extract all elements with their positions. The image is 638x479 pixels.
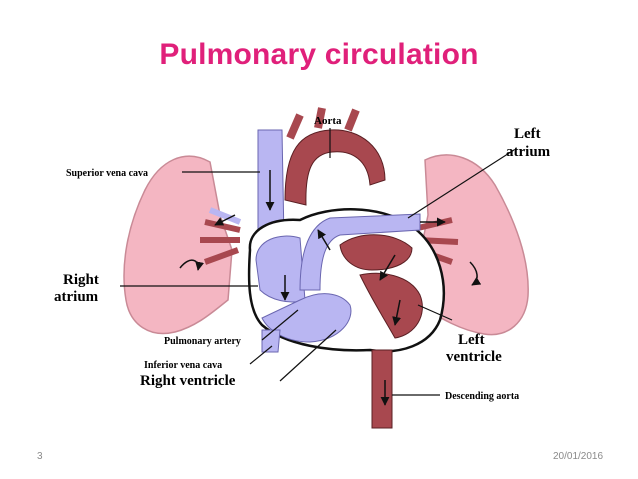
left-atrium-chamber [339, 234, 413, 271]
slide-title: Pulmonary circulation [159, 38, 479, 71]
label-right-atrium-1: Right [63, 272, 99, 288]
label-left-atrium-2: atrium [506, 144, 551, 160]
label-pulmonary-artery: Pulmonary artery [164, 336, 241, 347]
left-ventricle-chamber [359, 272, 423, 339]
label-aorta: Aorta [314, 115, 342, 127]
right-atrium-chamber [255, 235, 306, 303]
label-left-atrium-1: Left [514, 126, 541, 142]
label-descending-aorta: Descending aorta [445, 391, 519, 402]
aorta-arch [284, 129, 386, 206]
label-superior-vena-cava: Superior vena cava [66, 168, 148, 179]
page-number: 3 [37, 451, 43, 462]
descending-aorta [371, 349, 393, 429]
label-left-ventricle-2: ventricle [446, 349, 502, 365]
label-left-ventricle-1: Left [458, 332, 485, 348]
right-lung [123, 155, 233, 335]
label-inferior-vena-cava: Inferior vena cava [144, 360, 222, 371]
left-lung [419, 154, 529, 336]
label-right-atrium-2: atrium [54, 289, 99, 305]
label-right-ventricle: Right ventricle [140, 373, 236, 389]
slide-date: 20/01/2016 [553, 451, 604, 462]
